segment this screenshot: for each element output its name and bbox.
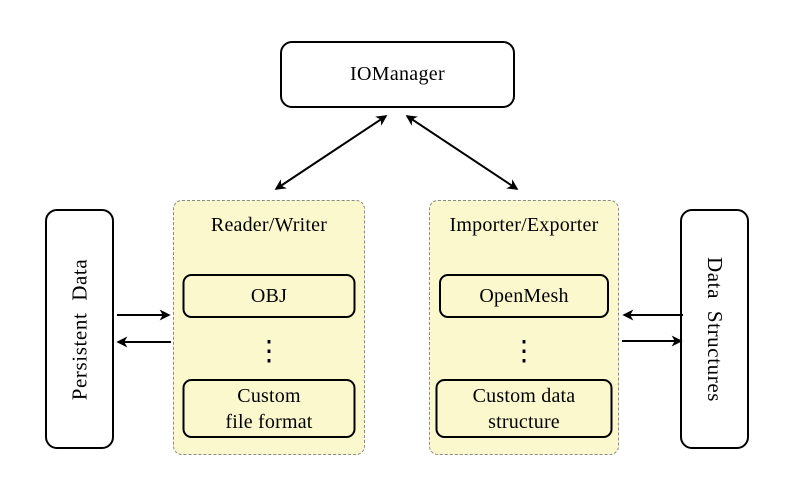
custom-file-format-node: Custom file format	[182, 379, 356, 438]
arrow-iomanager-importer-exporter	[405, 115, 519, 190]
iomanager-label: IOManager	[350, 63, 445, 85]
persistent-data-label: Persistent Data	[67, 258, 91, 400]
custom-data-structure-node: Custom data structure	[435, 379, 613, 438]
data-structures-label: Data Structures	[703, 256, 728, 402]
iomanager-node: IOManager	[280, 41, 515, 108]
persistent-data-node: Persistent Data	[45, 209, 114, 449]
reader-writer-group: Reader/Writer OBJ ⋮ Custom file format	[173, 200, 365, 455]
data-structures-node: Data Structures	[680, 209, 749, 449]
reader-writer-ellipsis: ⋮	[255, 336, 283, 367]
custom-file-format-line1: Custom	[237, 384, 301, 407]
custom-file-format-line2: file format	[225, 410, 313, 433]
importer-exporter-group: Importer/Exporter OpenMesh ⋮ Custom data…	[429, 200, 619, 455]
importer-exporter-ellipsis: ⋮	[510, 336, 538, 367]
importer-exporter-title: Importer/Exporter	[449, 214, 599, 236]
openmesh-node: OpenMesh	[439, 274, 609, 318]
obj-label: OBJ	[250, 285, 288, 307]
obj-node: OBJ	[182, 274, 356, 318]
openmesh-label: OpenMesh	[479, 285, 569, 307]
reader-writer-title: Reader/Writer	[210, 214, 328, 236]
custom-data-structure-line2: structure	[488, 410, 560, 433]
arrow-iomanager-reader-writer	[274, 115, 388, 190]
custom-data-structure-line1: Custom data	[472, 384, 576, 407]
